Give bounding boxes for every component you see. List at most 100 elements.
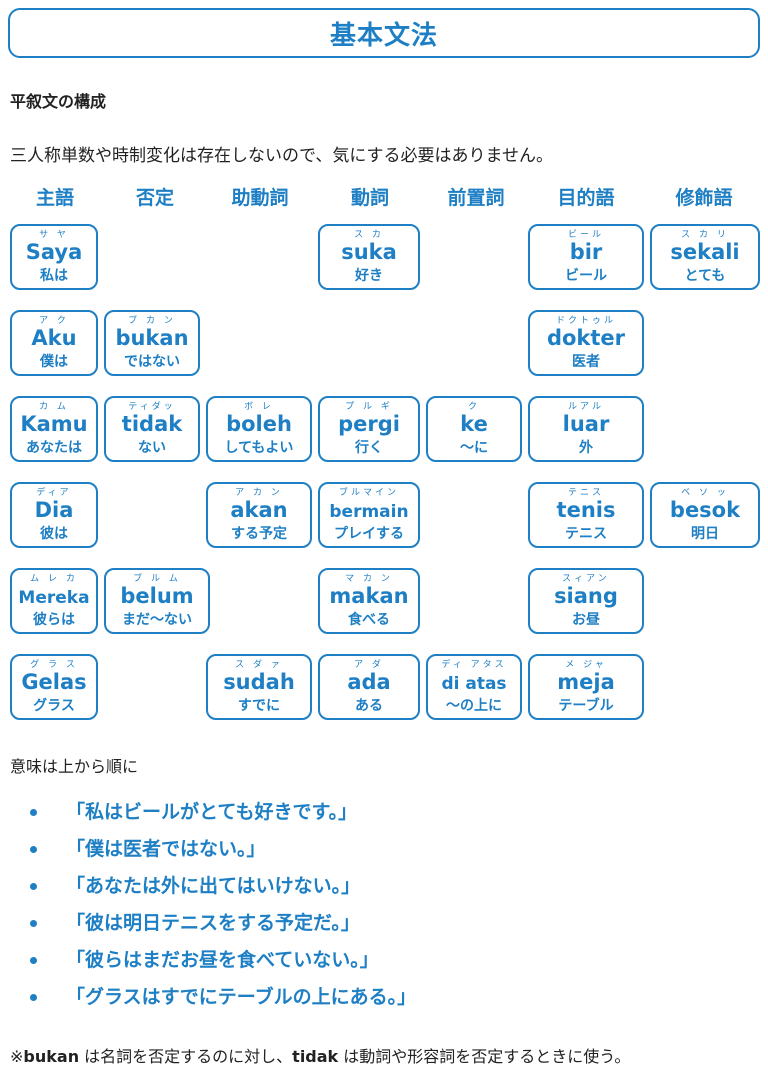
furigana: ア カ ン (235, 488, 283, 498)
japanese-meaning: 彼らは (33, 612, 75, 628)
furigana: ベ ソ ッ (681, 488, 729, 498)
indonesian-word: bir (569, 240, 603, 264)
bullet-icon (30, 994, 37, 1001)
word-card-sekali: ス カ リ sekali とても (650, 224, 760, 290)
bullet-icon (30, 920, 37, 927)
japanese-meaning: する予定 (231, 526, 287, 542)
word-card-aku: ア ク Aku 僕は (10, 310, 98, 376)
japanese-meaning: グラス (33, 698, 75, 714)
column-header-verb: 動詞 (350, 187, 389, 209)
word-card-sudah: ス ダ ァ sudah すでに (206, 654, 312, 720)
word-card-pergi: プ ル ギ pergi 行く (318, 396, 420, 462)
word-card-bukan: ブ カ ン bukan ではない (104, 310, 200, 376)
note-suffix: は動詞や形容詞を否定するときに使う。 (338, 1047, 631, 1066)
column-header-negation: 否定 (135, 187, 174, 209)
indonesian-word: akan (230, 498, 288, 522)
furigana: プ ル ギ (345, 402, 393, 412)
word-card-dia: ディア Dia 彼は (10, 482, 98, 548)
indonesian-word: sekali (670, 240, 740, 264)
sentence-text: 「グラスはすでにテーブルの上にある。」 (66, 986, 417, 1008)
japanese-meaning: すでに (237, 698, 281, 714)
column-header-preposition: 前置詞 (447, 187, 505, 209)
word-card-belum: ブ ル ム belum まだ～ない (104, 568, 210, 634)
column-header-modifier: 修飾語 (675, 187, 733, 209)
indonesian-word: Kamu (20, 412, 88, 436)
indonesian-word: Mereka (18, 588, 90, 608)
word-card-tidak: ティダッ tidak ない (104, 396, 200, 462)
japanese-meaning: 行く (355, 440, 383, 456)
furigana: ス ダ ァ (235, 660, 283, 670)
sentence-text: 「僕は医者ではない。」 (66, 838, 266, 860)
furigana: ア ク (39, 316, 69, 326)
note-word-bukan: bukan (23, 1047, 80, 1066)
word-card-ke: ク ke ～に (426, 396, 522, 462)
indonesian-word: siang (554, 584, 618, 608)
word-card-suka: ス カ suka 好き (318, 224, 420, 290)
page-title: 基本文法 (329, 20, 438, 51)
furigana: ブ ル ム (133, 574, 181, 584)
word-card-meja: メ ジャ meja テーブル (528, 654, 644, 720)
sentence-text: 「私はビールがとても好きです。」 (66, 801, 358, 823)
japanese-meaning: テーブル (558, 698, 614, 714)
indonesian-word: bukan (115, 326, 189, 350)
japanese-meaning: ～に (460, 440, 488, 456)
intro-text: 三人称単数や時制変化は存在しないので、気にする必要はありません。 (10, 146, 553, 166)
word-card-gelas: グ ラ ス Gelas グラス (10, 654, 98, 720)
note-mid: は名詞を否定するのに対し、 (79, 1047, 293, 1066)
japanese-meaning: ではない (124, 354, 180, 370)
indonesian-word: boleh (226, 412, 292, 436)
furigana: グ ラ ス (30, 660, 78, 670)
indonesian-word: ada (347, 670, 391, 694)
furigana: ブルマイン (338, 488, 399, 498)
furigana: ム レ カ (30, 574, 78, 584)
japanese-meaning: 私は (40, 268, 68, 284)
furigana: ディ アタス (441, 660, 507, 670)
word-card-makan: マ カ ン makan 食べる (318, 568, 420, 634)
japanese-meaning: ない (138, 440, 166, 456)
furigana: ス カ (354, 230, 384, 240)
indonesian-word: suka (341, 240, 397, 264)
indonesian-word: belum (120, 584, 194, 608)
footnote: ※bukan は名詞を否定するのに対し、tidak は動詞や形容詞を否定するとき… (10, 1043, 630, 1067)
furigana: ドクトゥル (555, 316, 616, 326)
furigana: マ カ ン (345, 574, 393, 584)
word-card-dokter: ドクトゥル dokter 医者 (528, 310, 644, 376)
column-header-subject: 主語 (35, 187, 74, 209)
meaning-lead-text: 意味は上から順に (10, 757, 139, 776)
title-box: 基本文法 (8, 8, 760, 58)
note-word-tidak: tidak (292, 1047, 339, 1066)
indonesian-word: tidak (121, 412, 183, 436)
japanese-meaning: ビール (565, 268, 607, 284)
japanese-meaning: 好き (355, 268, 383, 284)
word-card-luar: ルアル luar 外 (528, 396, 644, 462)
indonesian-word: tenis (556, 498, 616, 522)
sentence-text: 「彼らはまだお昼を食べていない。」 (66, 949, 379, 971)
word-card-besok: ベ ソ ッ besok 明日 (650, 482, 760, 548)
japanese-meaning: あなたは (26, 440, 82, 456)
word-card-akan: ア カ ン akan する予定 (206, 482, 312, 548)
word-card-di-atas: ディ アタス di atas ～の上に (426, 654, 522, 720)
furigana: メ ジャ (565, 660, 607, 670)
bullet-icon (30, 846, 37, 853)
furigana: サ ヤ (39, 230, 69, 240)
indonesian-word: ke (460, 412, 488, 436)
word-card-ada: ア ダ ada ある (318, 654, 420, 720)
sentence-text: 「彼は明日テニスをする予定だ。」 (66, 912, 360, 934)
furigana: カ ム (39, 402, 69, 412)
word-card-saya: サ ヤ Saya 私は (10, 224, 98, 290)
japanese-meaning: 外 (579, 440, 593, 456)
furigana: ク (467, 402, 480, 412)
japanese-meaning: まだ～ない (122, 612, 192, 628)
indonesian-word: bermain (329, 502, 409, 522)
word-card-kamu: カ ム Kamu あなたは (10, 396, 98, 462)
indonesian-word: Aku (31, 326, 77, 350)
word-card-mereka: ム レ カ Mereka 彼らは (10, 568, 98, 634)
japanese-meaning: ～の上に (446, 698, 502, 714)
furigana: ス カ リ (681, 230, 729, 240)
furigana: ボ レ (244, 402, 274, 412)
indonesian-word: Saya (25, 240, 83, 264)
section-heading: 平叙文の構成 (10, 92, 107, 111)
bullet-icon (30, 809, 37, 816)
indonesian-word: besok (669, 498, 741, 522)
indonesian-word: makan (329, 584, 409, 608)
